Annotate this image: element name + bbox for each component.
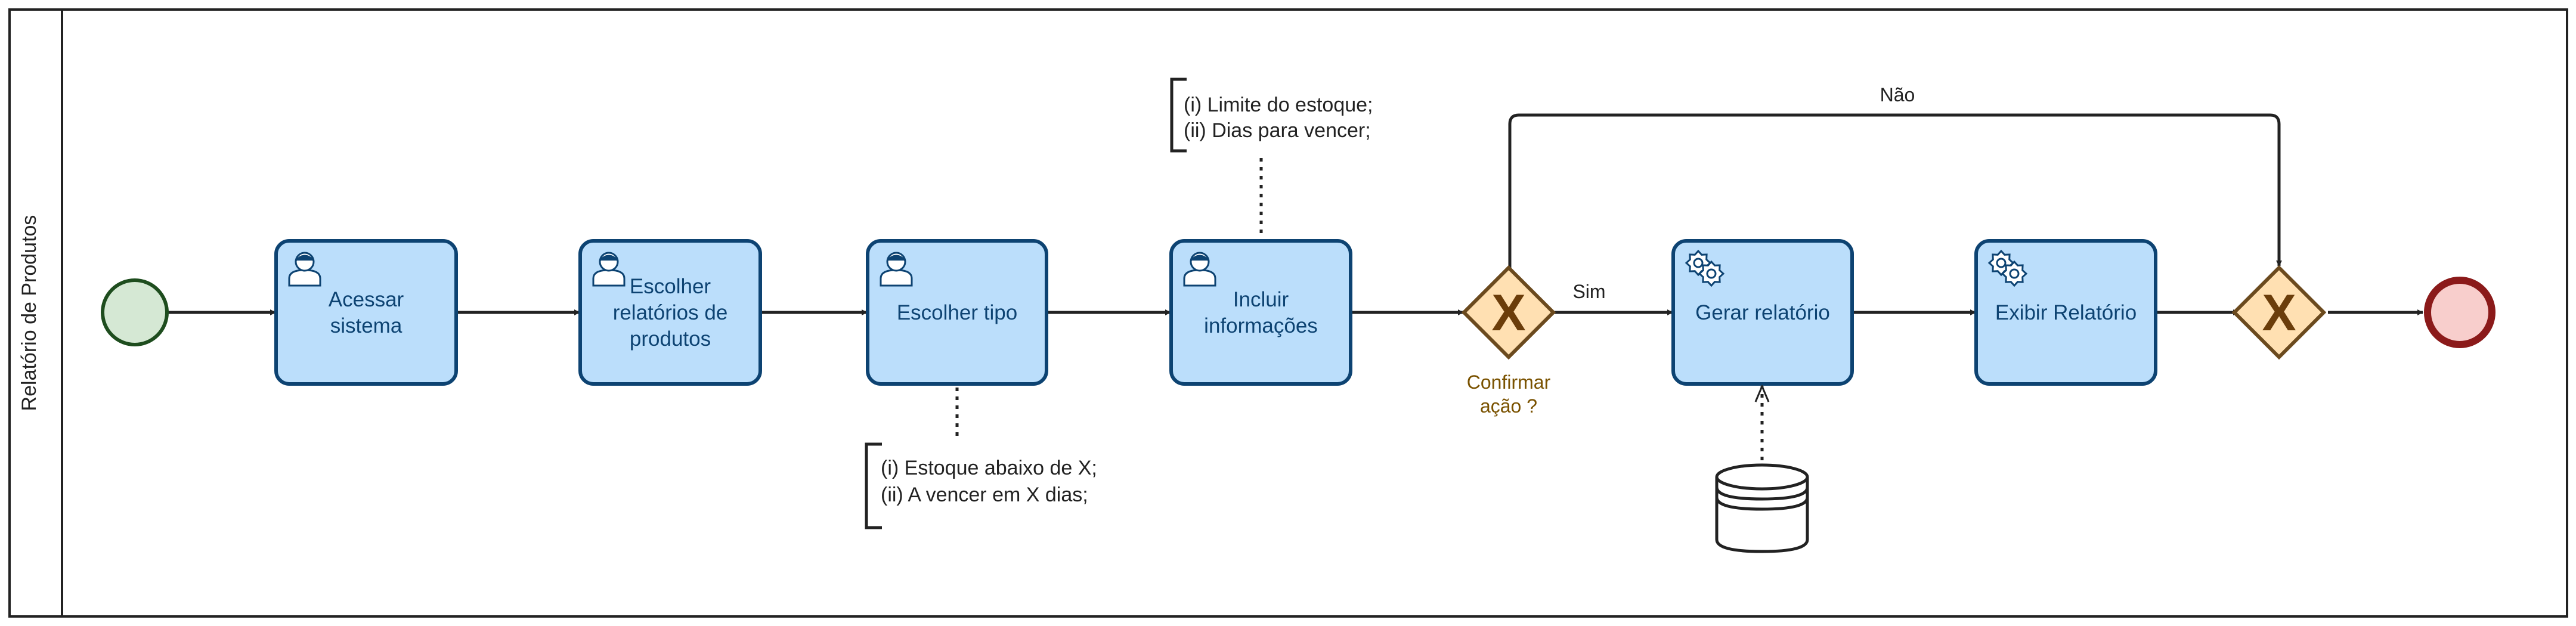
task-t6[interactable]: Exibir Relatório <box>1974 239 2157 386</box>
task-label-line: Acessar <box>329 288 404 311</box>
end-event[interactable] <box>2424 277 2496 348</box>
task-label-line: informações <box>1204 314 1318 337</box>
task-label-line: Exibir Relatório <box>1995 301 2137 324</box>
data-store[interactable] <box>1715 386 1809 553</box>
task-box <box>578 239 762 386</box>
annotation-2[interactable]: (i) Estoque abaixo de X; (ii) A vencer e… <box>865 388 1097 529</box>
annotation-1-line-1: (i) Limite do estoque; <box>1184 94 1373 116</box>
gear-icon <box>1987 249 2028 287</box>
task-label-line: relatórios de <box>613 301 728 324</box>
gateway-diamond <box>1461 265 1556 360</box>
database-icon <box>1715 463 1809 553</box>
task-t3[interactable]: Escolher tipo <box>866 239 1048 386</box>
annotation-1[interactable]: (i) Limite do estoque; (ii) Dias para ve… <box>1170 78 1373 237</box>
task-box <box>1169 239 1352 386</box>
sequence-flows <box>168 113 2423 315</box>
gear-icon <box>1685 249 1725 287</box>
annotation-2-line-1: (i) Estoque abaixo de X; <box>881 457 1097 479</box>
gateway-diamond <box>2231 265 2327 360</box>
task-label-line: sistema <box>330 314 402 337</box>
flow-label-no: Não <box>1880 84 1915 106</box>
annotation-2-bracket <box>865 442 882 529</box>
flow-label-yes: Sim <box>1572 281 1605 302</box>
exclusive-gateway-x-icon: X <box>2262 284 2296 342</box>
tasks-group: Acessar sistema Escolher relatórios de produ… <box>274 239 2157 386</box>
task-label-line: Incluir <box>1233 288 1289 311</box>
task-label-line: Escolher <box>630 275 711 298</box>
user-icon <box>592 252 626 287</box>
task-label-line: Escolher tipo <box>897 301 1017 324</box>
task-t1[interactable]: Acessar sistema <box>274 239 458 386</box>
task-label-line: Gerar relatório <box>1695 301 1830 324</box>
exclusive-gateway-x-icon: X <box>1491 284 1525 342</box>
annotation-1-line-2: (ii) Dias para vencer; <box>1184 119 1371 142</box>
task-t5[interactable]: Gerar relatório <box>1671 239 1854 386</box>
task-box <box>274 239 458 386</box>
start-event[interactable] <box>101 278 169 346</box>
gateway-label-line: Confirmar <box>1467 371 1551 393</box>
annotation-2-line-2: (ii) A vencer em X dias; <box>881 484 1088 506</box>
flow-g1-to-g2-no <box>1508 113 2282 268</box>
user-icon <box>880 252 913 287</box>
task-t4[interactable]: Incluir informações <box>1169 239 1352 386</box>
task-label-line: produtos <box>630 327 711 351</box>
gateway-g2[interactable]: X <box>2231 265 2327 360</box>
user-icon <box>1183 252 1216 287</box>
gateway-label-line: ação ? <box>1480 395 1537 417</box>
task-t2[interactable]: Escolher relatórios de produtos <box>578 239 762 386</box>
user-icon <box>288 252 321 287</box>
annotation-1-bracket <box>1170 78 1187 153</box>
lane-title[interactable]: Relatório de Produtos <box>18 215 41 411</box>
